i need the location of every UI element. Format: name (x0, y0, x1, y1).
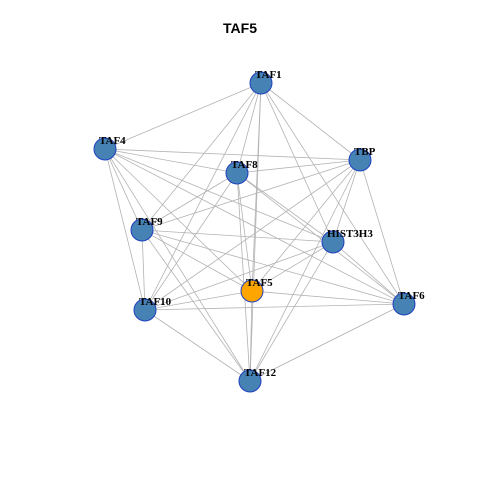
edge-taf1-taf10 (144, 82, 262, 311)
node-label-taf10: TAF10 (139, 296, 172, 308)
node-label-taf9: TAF9 (136, 216, 163, 228)
edge-taf10-taf6 (144, 303, 405, 311)
edge-taf4-tbp (104, 148, 361, 161)
edge-taf8-taf10 (144, 172, 238, 311)
node-label-taf12: TAF12 (244, 367, 277, 379)
edge-taf1-hist3h3 (260, 82, 334, 243)
edge-taf1-tbp (260, 82, 361, 161)
node-taf6 (392, 292, 416, 316)
edge-hist3h3-taf12 (249, 241, 334, 382)
edge-taf1-taf12 (249, 82, 262, 382)
node-taf8 (225, 161, 249, 185)
edge-layer (104, 82, 405, 382)
edge-tbp-taf8 (236, 159, 361, 174)
edge-taf1-taf9 (141, 82, 262, 231)
edge-tbp-taf12 (249, 159, 361, 382)
edge-taf8-taf6 (236, 172, 405, 305)
node-label-taf1: TAF1 (255, 69, 282, 81)
node-label-taf6: TAF6 (398, 290, 425, 302)
edge-taf9-taf10 (141, 229, 146, 311)
edge-tbp-hist3h3 (332, 159, 361, 243)
edge-taf4-taf9 (104, 148, 143, 231)
node-label-taf4: TAF4 (99, 135, 126, 147)
figure-title: TAF5 (223, 20, 257, 36)
node-tbp (348, 148, 372, 172)
edge-taf6-taf12 (249, 303, 405, 382)
edge-taf1-taf4 (104, 82, 262, 150)
node-label-taf5: TAF5 (246, 277, 273, 289)
node-label-taf8: TAF8 (231, 159, 258, 171)
edge-tbp-taf6 (359, 159, 405, 305)
edge-taf4-taf5 (104, 148, 253, 292)
edge-taf4-taf8 (104, 148, 238, 174)
node-taf4 (93, 137, 117, 161)
edge-hist3h3-taf6 (332, 241, 405, 305)
node-hist3h3 (321, 230, 345, 254)
edge-taf8-taf5 (236, 172, 253, 292)
edge-hist3h3-taf10 (144, 241, 334, 311)
node-taf9 (130, 218, 154, 242)
edge-tbp-taf10 (144, 159, 361, 311)
edge-taf10-taf12 (144, 309, 251, 382)
node-label-tbp: TBP (354, 146, 376, 158)
edge-taf4-taf6 (104, 148, 405, 305)
node-taf5 (240, 279, 264, 303)
edge-taf4-hist3h3 (104, 148, 334, 243)
edge-taf5-taf10 (144, 290, 253, 311)
node-label-hist3h3: HIST3H3 (327, 228, 373, 240)
edge-taf8-taf9 (141, 172, 238, 231)
edge-taf9-taf6 (141, 229, 405, 305)
edge-taf9-taf5 (141, 229, 253, 292)
edge-tbp-taf5 (251, 159, 361, 292)
edge-taf5-taf12 (249, 290, 253, 382)
edge-taf9-hist3h3 (141, 229, 334, 243)
edge-hist3h3-taf5 (251, 241, 334, 292)
edge-taf8-taf12 (236, 172, 251, 382)
edge-taf5-taf6 (251, 290, 405, 305)
edge-taf9-taf12 (141, 229, 251, 382)
node-taf10 (133, 298, 157, 322)
edge-tbp-taf9 (141, 159, 361, 231)
edge-taf4-taf10 (104, 148, 146, 311)
edge-taf8-hist3h3 (236, 172, 334, 243)
node-taf1 (249, 71, 273, 95)
node-taf12 (238, 369, 262, 393)
edge-taf4-taf12 (104, 148, 251, 382)
edge-taf1-taf8 (236, 82, 262, 174)
